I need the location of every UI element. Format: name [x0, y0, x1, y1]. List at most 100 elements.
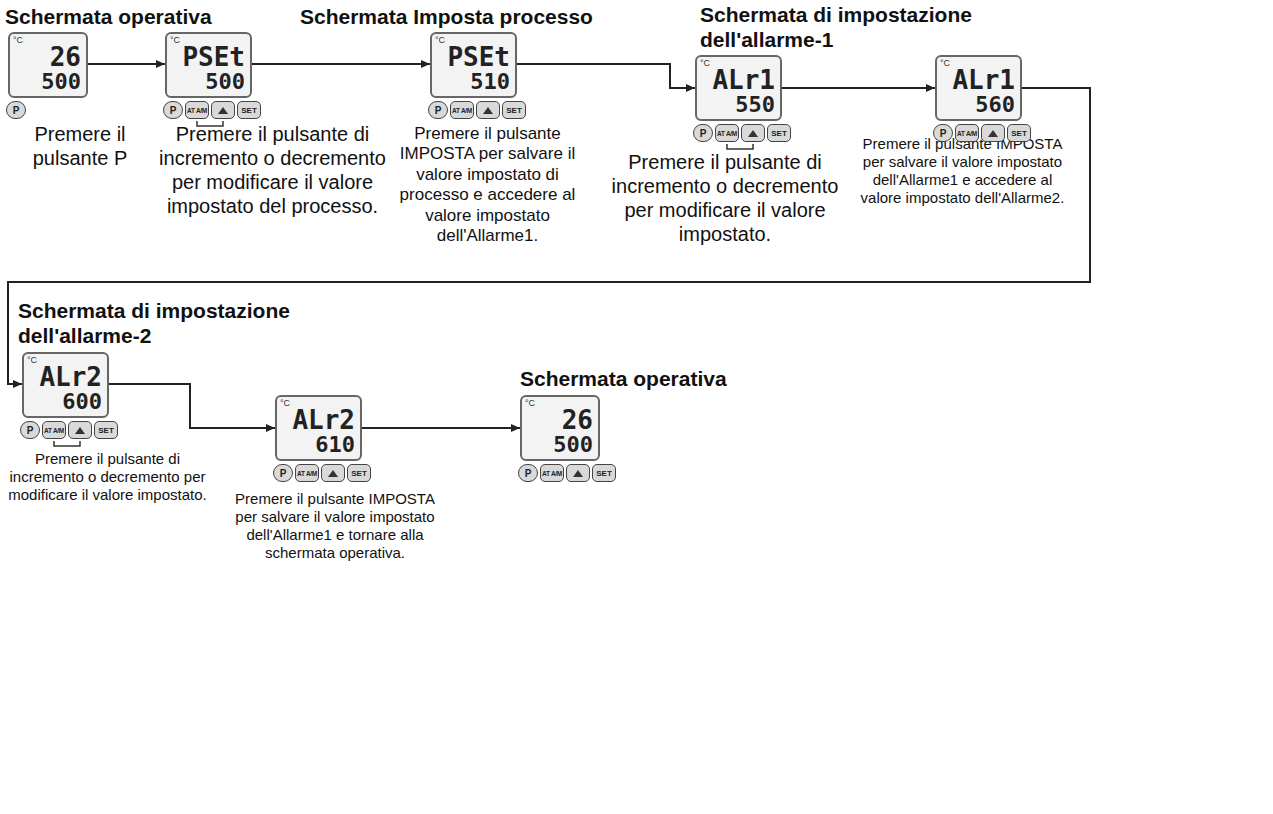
button-bracket	[727, 144, 753, 149]
display-upper: ALr1	[952, 67, 1015, 93]
up-arrow-symbol	[482, 106, 494, 115]
up-button	[321, 464, 345, 482]
display-upper: 26	[562, 407, 593, 433]
set-button: SET	[502, 101, 526, 119]
screen-heading: Schermata di impostazione dell'allarme-1	[700, 2, 1020, 52]
at-am-button: AT A/M	[540, 464, 564, 482]
at-am-button: AT A/M	[715, 124, 739, 142]
button-label: P	[280, 468, 287, 479]
button-bracket	[54, 441, 80, 446]
unit-indicator: °C	[280, 398, 290, 409]
display-upper: ALr2	[39, 364, 102, 390]
up-button	[566, 464, 590, 482]
up-arrow-shape	[573, 470, 583, 477]
unit-indicator: °C	[27, 355, 37, 366]
up-arrow-shape	[748, 130, 758, 137]
p-button: P	[518, 464, 538, 482]
button-label: P	[170, 105, 177, 116]
flow-arrow	[517, 64, 695, 88]
display-upper: ALr2	[292, 407, 355, 433]
up-arrow-symbol	[747, 129, 759, 138]
flow-arrow	[782, 87, 935, 89]
up-arrow-shape	[218, 107, 228, 114]
p-button: P	[20, 421, 40, 439]
display-lower: 550	[735, 94, 775, 116]
flow-arrow	[362, 427, 520, 429]
button-label: AT A/M	[717, 130, 737, 137]
p-button: P	[693, 124, 713, 142]
button-label: AT A/M	[542, 470, 562, 477]
set-button: SET	[767, 124, 791, 142]
step-caption: Premere il pulsante di incremento o decr…	[0, 450, 215, 504]
unit-indicator: °C	[700, 58, 710, 69]
flow-arrow	[8, 88, 1090, 384]
p-button: P	[428, 101, 448, 119]
p-button: P	[933, 124, 953, 142]
button-label: SET	[351, 469, 367, 478]
up-button	[741, 124, 765, 142]
step-caption: Premere il pulsante IMPOSTA per salvare …	[235, 490, 435, 562]
set-button: SET	[1007, 124, 1031, 142]
screen-heading: Schermata operativa	[5, 4, 265, 29]
up-arrow-shape	[75, 427, 85, 434]
at-am-button: AT A/M	[42, 421, 66, 439]
set-button: SET	[94, 421, 118, 439]
display-upper: 26	[50, 44, 81, 70]
unit-indicator: °C	[170, 35, 180, 46]
display-lower: 600	[62, 391, 102, 413]
unit-indicator: °C	[940, 58, 950, 69]
button-label: SET	[1011, 129, 1027, 138]
button-label: AT A/M	[452, 107, 472, 114]
display-upper: PSEt	[447, 44, 510, 70]
unit-indicator: °C	[13, 35, 23, 46]
at-am-button: AT A/M	[450, 101, 474, 119]
set-button: SET	[347, 464, 371, 482]
screen-heading: Schermata Imposta processo	[300, 4, 640, 29]
p-button: P	[273, 464, 293, 482]
button-label: P	[700, 128, 707, 139]
up-button	[211, 101, 235, 119]
unit-indicator: °C	[525, 398, 535, 409]
flow-arrow	[252, 63, 430, 65]
set-button: SET	[592, 464, 616, 482]
up-arrow-symbol	[74, 426, 86, 435]
button-label: SET	[241, 106, 257, 115]
at-am-button: AT A/M	[185, 101, 209, 119]
up-arrow-symbol	[327, 469, 339, 478]
button-label: SET	[771, 129, 787, 138]
step-caption: Premere il pulsante P	[5, 122, 155, 170]
screen-heading: Schermata operativa	[520, 366, 780, 391]
up-arrow-shape	[483, 107, 493, 114]
up-button	[981, 124, 1005, 142]
up-arrow-symbol	[217, 106, 229, 115]
button-label: SET	[506, 106, 522, 115]
display-lower: 500	[41, 71, 81, 93]
button-label: P	[435, 105, 442, 116]
button-label: AT A/M	[297, 470, 317, 477]
display-lower: 500	[553, 434, 593, 456]
button-label: AT A/M	[44, 427, 64, 434]
button-label: SET	[596, 469, 612, 478]
flow-arrow	[88, 63, 165, 65]
up-button	[68, 421, 92, 439]
button-label: P	[525, 468, 532, 479]
up-arrow-symbol	[572, 469, 584, 478]
at-am-button: AT A/M	[295, 464, 319, 482]
up-arrow-shape	[988, 130, 998, 137]
step-caption: Premere il pulsante IMPOSTA per salvare …	[390, 124, 585, 246]
display-lower: 610	[315, 434, 355, 456]
button-label: SET	[98, 426, 114, 435]
p-button: P	[6, 101, 26, 119]
step-caption: Premere il pulsante IMPOSTA per salvare …	[855, 135, 1070, 207]
set-button: SET	[237, 101, 261, 119]
screen-heading: Schermata di impostazione dell'allarme-2	[18, 298, 318, 348]
step-caption: Premere il pulsante di incremento o decr…	[600, 150, 850, 246]
step-caption: Premere il pulsante di incremento o decr…	[155, 122, 390, 218]
button-label: AT A/M	[957, 130, 977, 137]
display-upper: PSEt	[182, 44, 245, 70]
display-lower: 560	[975, 94, 1015, 116]
button-label: P	[940, 128, 947, 139]
up-arrow-symbol	[987, 129, 999, 138]
display-lower: 500	[205, 71, 245, 93]
